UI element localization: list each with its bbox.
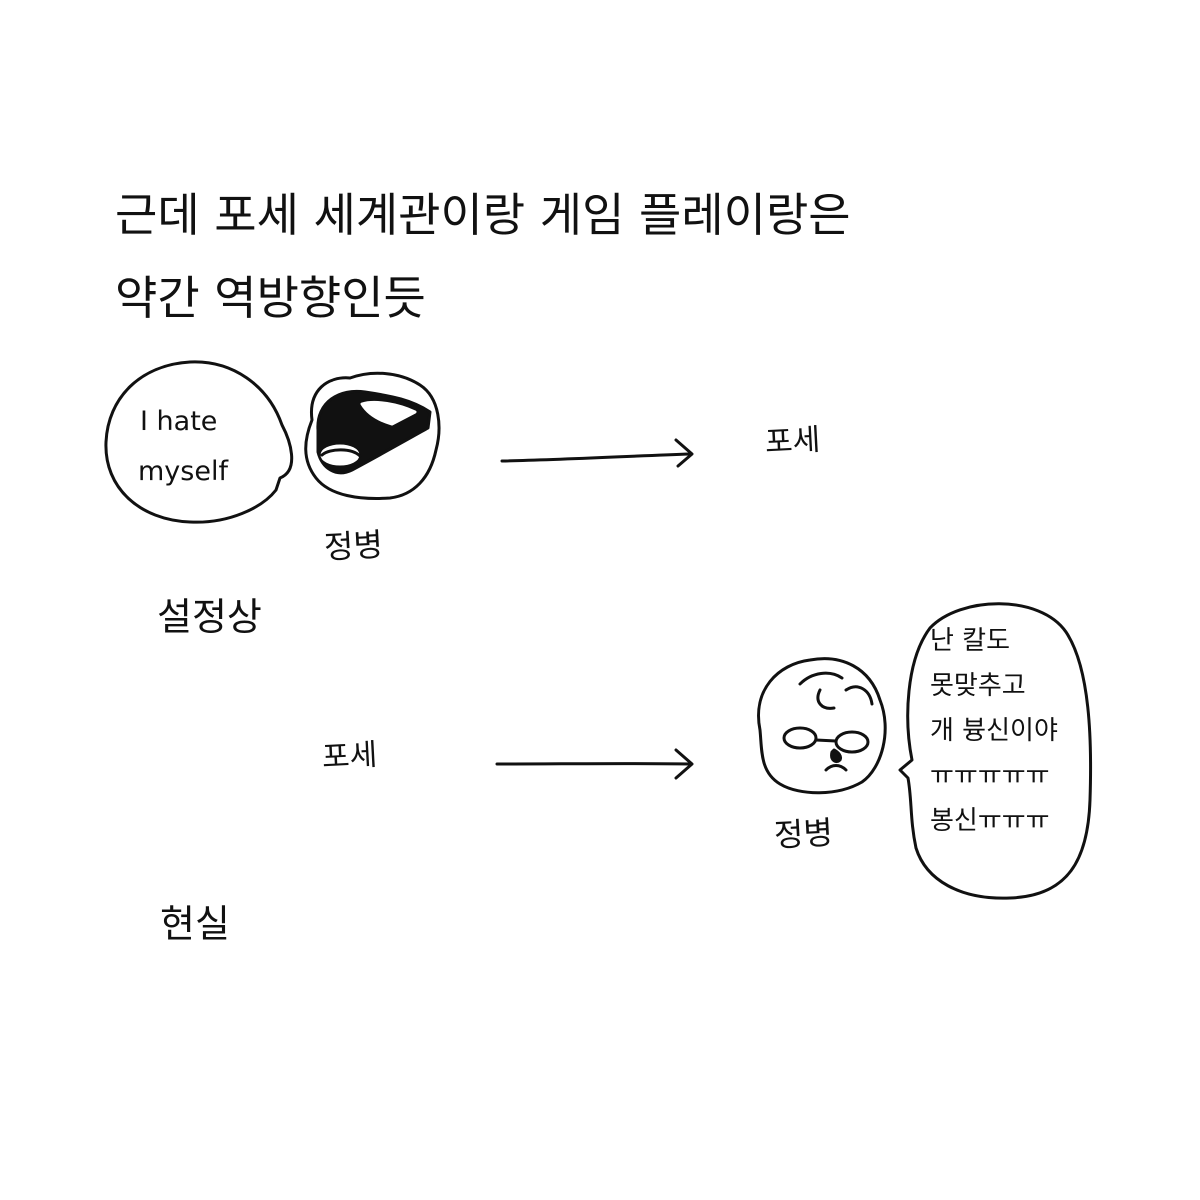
caption-line-2: 약간 역방향인듯 xyxy=(115,271,426,325)
character-name-label: 정병 xyxy=(773,813,834,855)
arrow-target-label: 포세 xyxy=(764,422,822,461)
speech-line: 못맞추고 xyxy=(930,671,1026,701)
character-name-label: 정병 xyxy=(323,525,384,567)
setting-label: 설정상 xyxy=(157,595,262,639)
caption-line-1: 근데 포세 세계관이랑 게임 플레이랑은 xyxy=(115,188,851,242)
arrow-source-label: 포세 xyxy=(321,737,379,776)
character-head-crying xyxy=(757,657,887,795)
speech-line: 개 븅신이야 xyxy=(930,716,1058,746)
character-head-dark xyxy=(304,371,441,500)
speech-line: ㅠㅠㅠㅠㅠ xyxy=(930,761,1050,791)
speech-text-kr: 난 칼도 못맞추고 개 븅신이야 ㅠㅠㅠㅠㅠ 봉신ㅠㅠㅠ xyxy=(930,628,1058,853)
speech-text-line-1: I hate xyxy=(140,406,218,437)
speech-bubble-en xyxy=(104,360,294,524)
arrow-right-2 xyxy=(495,748,694,780)
speech-text-line-2: myself xyxy=(138,456,228,487)
speech-bubble-kr xyxy=(898,602,1093,900)
speech-line: 봉신ㅠㅠㅠ xyxy=(930,806,1050,836)
reality-label: 현실 xyxy=(160,902,230,946)
speech-line: 난 칼도 xyxy=(930,626,1011,656)
arrow-right-1 xyxy=(500,438,694,468)
